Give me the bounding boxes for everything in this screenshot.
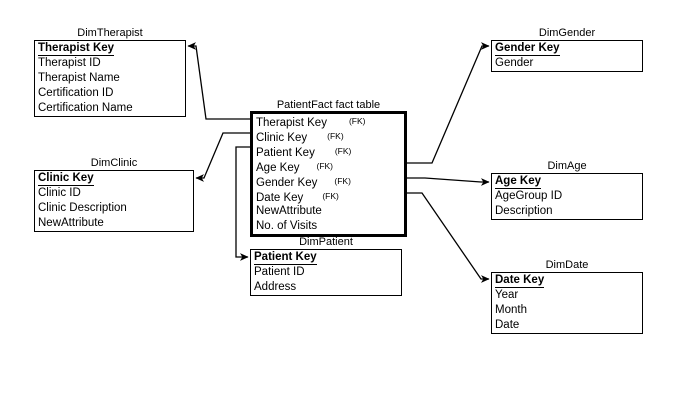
- field-row[interactable]: No. of Visits: [253, 219, 404, 234]
- field-row[interactable]: Clinic Key: [35, 171, 193, 186]
- field-row[interactable]: Clinic Key (FK): [253, 129, 404, 144]
- field-name: Clinic Key: [256, 132, 308, 144]
- field-name: Address: [254, 281, 297, 293]
- field-row[interactable]: Gender Key: [492, 41, 642, 56]
- entity-title-patient-fact: PatientFact fact table: [276, 99, 381, 111]
- field-row[interactable]: Patient Key: [251, 250, 401, 265]
- field-name: Date: [495, 319, 520, 331]
- field-name: Gender Key: [256, 177, 318, 189]
- field-row[interactable]: NewAttribute: [253, 204, 404, 219]
- field-row[interactable]: Gender Key (FK): [253, 174, 404, 189]
- field-list-dim-date: Date Key Year Month Date: [492, 273, 642, 333]
- field-row[interactable]: Year: [492, 288, 642, 303]
- entity-dim-date[interactable]: DimDate Date Key Year Month Date: [491, 259, 643, 334]
- field-name: Month: [495, 304, 527, 316]
- fk-marker: (FK): [348, 116, 366, 126]
- field-row[interactable]: Therapist Key: [35, 41, 185, 56]
- field-name: Therapist Key: [256, 117, 327, 129]
- field-row[interactable]: Date Key: [492, 273, 642, 288]
- field-name: Year: [495, 289, 519, 301]
- entity-title-dim-age: DimAge: [547, 160, 587, 172]
- entity-dim-clinic[interactable]: DimClinic Clinic Key Clinic ID Clinic De…: [34, 157, 194, 232]
- entity-title-dim-therapist: DimTherapist: [77, 27, 143, 39]
- entity-dim-age[interactable]: DimAge Age Key AgeGroup ID Description: [491, 160, 643, 220]
- field-row[interactable]: Therapist Name: [35, 71, 185, 86]
- field-row[interactable]: Clinic Description: [35, 201, 193, 216]
- connector-clinic: [195, 132, 250, 182]
- connector-date: [407, 192, 490, 283]
- field-name: Clinic Key: [38, 172, 94, 186]
- field-list-dim-clinic: Clinic Key Clinic ID Clinic Description …: [35, 171, 193, 231]
- entity-patient-fact[interactable]: PatientFact fact table Therapist Key(FK)…: [250, 99, 407, 237]
- entity-title-dim-gender: DimGender: [538, 27, 596, 39]
- connector-gender: [407, 42, 490, 164]
- fk-marker: (FK): [327, 131, 344, 141]
- field-row[interactable]: Month: [492, 303, 642, 318]
- fk-marker: (FK): [322, 191, 339, 201]
- field-list-patient-fact: Therapist Key(FK) Clinic Key(FK) Patient…: [253, 114, 404, 234]
- field-row[interactable]: Address: [251, 280, 401, 295]
- entity-dim-therapist[interactable]: DimTherapist Therapist Key Therapist ID …: [34, 27, 186, 117]
- field-list-dim-therapist: Therapist Key Therapist ID Therapist Nam…: [35, 41, 185, 116]
- field-name: AgeGroup ID: [495, 190, 563, 202]
- field-name: Clinic ID: [38, 187, 81, 199]
- field-row[interactable]: Therapist Key (FK): [253, 114, 404, 129]
- field-row[interactable]: Age Key: [492, 174, 642, 189]
- connector-age: [407, 177, 490, 186]
- field-list-dim-patient: Patient Key Patient ID Address: [251, 250, 401, 295]
- field-name: Gender Key: [495, 42, 560, 56]
- connector-patient: [235, 146, 250, 261]
- field-name: Clinic Description: [38, 202, 127, 214]
- field-row[interactable]: Date: [492, 318, 642, 333]
- field-name: Certification Name: [38, 102, 133, 114]
- entity-title-dim-date: DimDate: [545, 259, 589, 271]
- field-row[interactable]: NewAttribute: [35, 216, 193, 231]
- field-name: Patient Key: [256, 147, 315, 159]
- field-name: Description: [495, 205, 553, 217]
- field-row[interactable]: Clinic ID: [35, 186, 193, 201]
- entity-dim-gender[interactable]: DimGender Gender Key Gender: [491, 27, 643, 72]
- fk-marker: (FK): [334, 176, 351, 186]
- field-list-dim-age: Age Key AgeGroup ID Description: [492, 174, 642, 219]
- field-name: Therapist Name: [38, 72, 120, 84]
- field-name: NewAttribute: [38, 217, 104, 229]
- field-name: Age Key: [495, 175, 542, 189]
- field-name: Age Key: [256, 162, 300, 174]
- field-name: Date Key: [495, 274, 545, 288]
- field-name: Therapist ID: [38, 57, 101, 69]
- fk-marker: (FK): [316, 161, 334, 171]
- entity-title-dim-patient: DimPatient: [299, 236, 353, 248]
- field-name: No. of Visits: [256, 220, 318, 232]
- field-row[interactable]: Patient Key (FK): [253, 144, 404, 159]
- field-name: Certification ID: [38, 87, 114, 99]
- field-row[interactable]: Gender: [492, 56, 642, 71]
- field-name: NewAttribute: [256, 205, 322, 217]
- fk-marker: (FK): [334, 146, 352, 156]
- field-row[interactable]: AgeGroup ID: [492, 189, 642, 204]
- entity-dim-patient[interactable]: DimPatient Patient Key Patient ID Addres…: [250, 236, 402, 296]
- field-row[interactable]: Certification Name: [35, 101, 185, 116]
- field-name: Gender: [495, 57, 534, 69]
- field-name: Patient Key: [254, 251, 317, 265]
- field-row[interactable]: Certification ID: [35, 86, 185, 101]
- field-row[interactable]: Description: [492, 204, 642, 219]
- field-row[interactable]: Date Key (FK): [253, 189, 404, 204]
- field-list-dim-gender: Gender Key Gender: [492, 41, 642, 71]
- field-row[interactable]: Patient ID: [251, 265, 401, 280]
- field-name: Date Key: [256, 192, 304, 204]
- field-name: Patient ID: [254, 266, 305, 278]
- field-row[interactable]: Therapist ID: [35, 56, 185, 71]
- field-name: Therapist Key: [38, 42, 115, 56]
- field-row[interactable]: Age Key (FK): [253, 159, 404, 174]
- entity-title-dim-clinic: DimClinic: [90, 157, 138, 169]
- connector-therapist: [187, 42, 250, 120]
